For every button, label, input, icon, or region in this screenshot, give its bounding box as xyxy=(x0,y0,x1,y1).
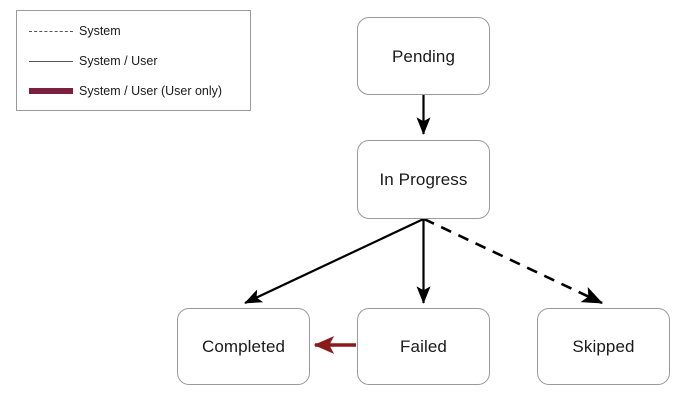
thick-line-icon xyxy=(29,84,73,98)
node-in-progress[interactable]: In Progress xyxy=(357,140,490,219)
node-failed-label: Failed xyxy=(400,337,447,356)
legend-item-user-only: System / User (User only) xyxy=(17,81,250,101)
edge-in-progress-to-completed xyxy=(244,218,424,304)
node-failed[interactable]: Failed xyxy=(357,308,490,385)
edge-in-progress-to-skipped xyxy=(423,217,603,305)
node-skipped-label: Skipped xyxy=(572,337,635,356)
legend-item-user-only-label: System / User (User only) xyxy=(79,83,223,98)
solid-line-icon xyxy=(29,54,73,68)
node-pending[interactable]: Pending xyxy=(357,17,490,95)
legend-panel: System System / User System / User (User… xyxy=(16,10,251,111)
node-in-progress-label: In Progress xyxy=(379,170,468,189)
legend-item-system: System xyxy=(17,21,250,41)
legend-item-system-user: System / User xyxy=(17,51,250,71)
legend-item-system-label: System xyxy=(79,23,121,38)
node-pending-label: Pending xyxy=(391,46,456,66)
legend-item-system-user-label: System / User xyxy=(79,53,158,68)
dashed-line-icon xyxy=(29,24,73,38)
node-completed[interactable]: Completed xyxy=(177,308,310,385)
node-skipped[interactable]: Skipped xyxy=(537,308,670,385)
node-completed-label: Completed xyxy=(201,337,286,356)
